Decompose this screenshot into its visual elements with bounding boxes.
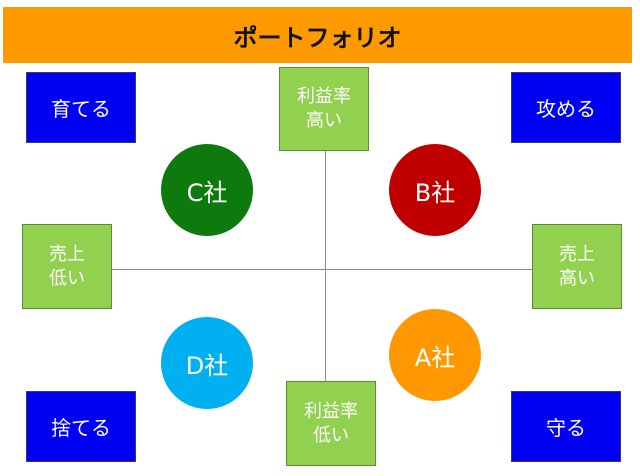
axis-bottom-box: 利益率 低い <box>286 381 376 466</box>
sales-axis-line <box>112 269 534 270</box>
axis-top-box: 利益率 高い <box>279 67 369 151</box>
company-a-circle: A社 <box>389 309 481 401</box>
company-b-circle: B社 <box>389 144 481 236</box>
quadrant-bottom-right-label: 守る <box>546 416 586 440</box>
quadrant-top-left-label: 育てる <box>51 97 111 121</box>
company-c-circle: C社 <box>161 144 253 236</box>
company-a-label: A社 <box>414 343 456 372</box>
axis-right-line1: 売上 <box>559 243 595 265</box>
quadrant-bottom-left-label: 捨てる <box>51 416 111 440</box>
company-b-label: B社 <box>414 178 456 207</box>
quadrant-top-right-box: 攻める <box>511 72 621 143</box>
quadrant-top-right-label: 攻める <box>536 97 596 121</box>
axis-top-line2: 高い <box>306 110 342 131</box>
company-d-label: D社 <box>185 351 229 380</box>
page-title: ポートフォリオ <box>3 7 632 63</box>
axis-bottom-line2: 低い <box>313 424 349 446</box>
company-c-label: C社 <box>186 178 228 207</box>
quadrant-top-left-box: 育てる <box>26 72 136 143</box>
axis-left-line1: 売上 <box>49 243 85 265</box>
quadrant-bottom-left-box: 捨てる <box>26 391 136 462</box>
quadrant-bottom-right-box: 守る <box>511 391 621 462</box>
profit-axis-line <box>325 150 326 382</box>
axis-right-box: 売上 高い <box>532 224 622 309</box>
axis-right-line2: 高い <box>559 267 595 289</box>
axis-left-box: 売上 低い <box>22 224 112 309</box>
axis-left-line2: 低い <box>49 267 85 289</box>
axis-top-line1: 利益率 <box>297 86 351 107</box>
company-d-circle: D社 <box>161 317 253 409</box>
axis-bottom-line1: 利益率 <box>304 400 358 422</box>
